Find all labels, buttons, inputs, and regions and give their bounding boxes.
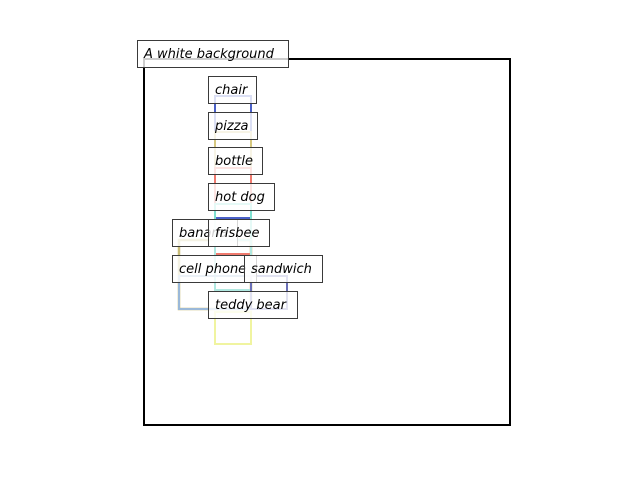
chair-label-text: chair <box>215 83 249 98</box>
chair-label: chair <box>208 76 257 104</box>
background-label-text: A white background <box>143 47 275 62</box>
cell-phone-label: cell phone <box>172 255 257 283</box>
teddy-bear-label-text: teddy bear <box>215 298 288 313</box>
sandwich-label-text: sandwich <box>251 262 312 277</box>
pizza-label: pizza <box>208 112 258 140</box>
hot-dog-label: hot dog <box>208 183 275 211</box>
teddy-bear-label: teddy bear <box>208 291 298 319</box>
frisbee-label: frisbee <box>208 219 270 247</box>
bottle-label-text: bottle <box>215 154 253 169</box>
pizza-label-text: pizza <box>214 119 249 134</box>
background-label: A white background <box>137 40 289 68</box>
background-frame <box>143 58 511 426</box>
hot-dog-label-text: hot dog <box>215 190 265 205</box>
bottle-label: bottle <box>208 147 263 175</box>
frisbee-label-text: frisbee <box>215 226 260 241</box>
cell-phone-label-text: cell phone <box>179 262 246 277</box>
sandwich-label: sandwich <box>244 255 323 283</box>
labels: A white background chair pizza bottle ho… <box>137 40 323 319</box>
